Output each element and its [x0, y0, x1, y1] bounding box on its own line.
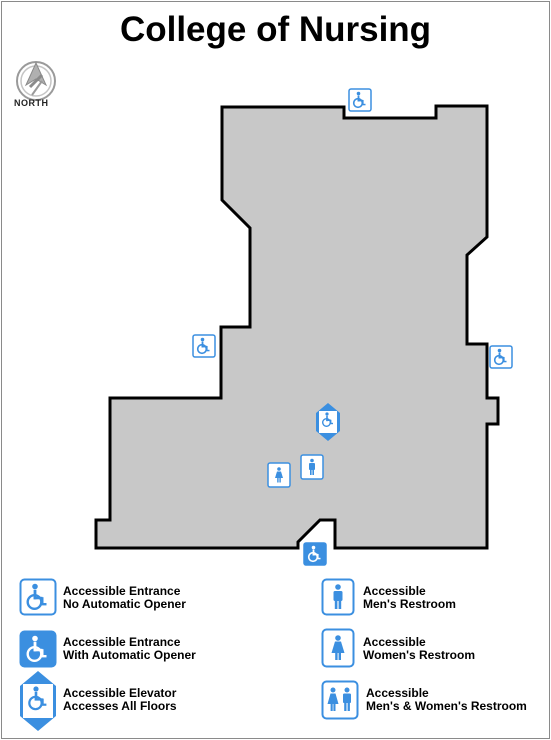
- legend-mens-womens-text: Accessible Men's & Women's Restroom: [366, 687, 527, 713]
- accessible-entrance-east-icon[interactable]: [489, 345, 513, 369]
- legend-elevator-line2: Accesses All Floors: [63, 699, 177, 713]
- legend-elevator-line1: Accessible Elevator: [63, 686, 177, 700]
- legend-mens-womens-line2: Men's & Women's Restroom: [366, 699, 527, 713]
- accessible-womens-restroom-icon[interactable]: [267, 462, 291, 488]
- accessible-elevator-icon[interactable]: [315, 402, 341, 442]
- legend-mens-womens-line1: Accessible: [366, 686, 429, 700]
- accessible-mens-restroom-icon[interactable]: [300, 454, 324, 480]
- legend-mens-line1: Accessible: [363, 584, 426, 598]
- legend-entrance-automatic-line1: Accessible Entrance: [63, 635, 181, 649]
- legend-elevator-icon: [20, 671, 56, 731]
- legend-mens-text: Accessible Men's Restroom: [363, 585, 456, 611]
- north-arrow-icon: [16, 61, 56, 101]
- legend-entrance-text: Accessible Entrance No Automatic Opener: [63, 585, 186, 611]
- north-label: NORTH: [14, 98, 49, 108]
- legend-entrance-line2: No Automatic Opener: [63, 597, 186, 611]
- accessible-entrance-west-icon[interactable]: [192, 334, 216, 358]
- legend-mens-womens-restroom-icon: [321, 680, 359, 720]
- legend-mens-restroom-icon: [321, 578, 355, 616]
- legend-entrance-automatic-icon: [19, 630, 57, 668]
- legend-entrance-line1: Accessible Entrance: [63, 584, 181, 598]
- accessible-entrance-north-icon[interactable]: [348, 88, 372, 112]
- legend-womens-line2: Women's Restroom: [363, 648, 475, 662]
- page-title: College of Nursing: [119, 10, 432, 49]
- legend-womens-text: Accessible Women's Restroom: [363, 636, 475, 662]
- accessible-entrance-south-automatic-icon[interactable]: [303, 542, 327, 566]
- legend-womens-line1: Accessible: [363, 635, 426, 649]
- legend-entrance-automatic-text: Accessible Entrance With Automatic Opene…: [63, 636, 196, 662]
- legend-mens-line2: Men's Restroom: [363, 597, 456, 611]
- legend-entrance-icon: [19, 578, 57, 616]
- building-outline: [94, 104, 500, 550]
- legend-womens-restroom-icon: [321, 628, 355, 668]
- legend-entrance-automatic-line2: With Automatic Opener: [63, 648, 196, 662]
- legend-elevator-text: Accessible Elevator Accesses All Floors: [63, 687, 177, 713]
